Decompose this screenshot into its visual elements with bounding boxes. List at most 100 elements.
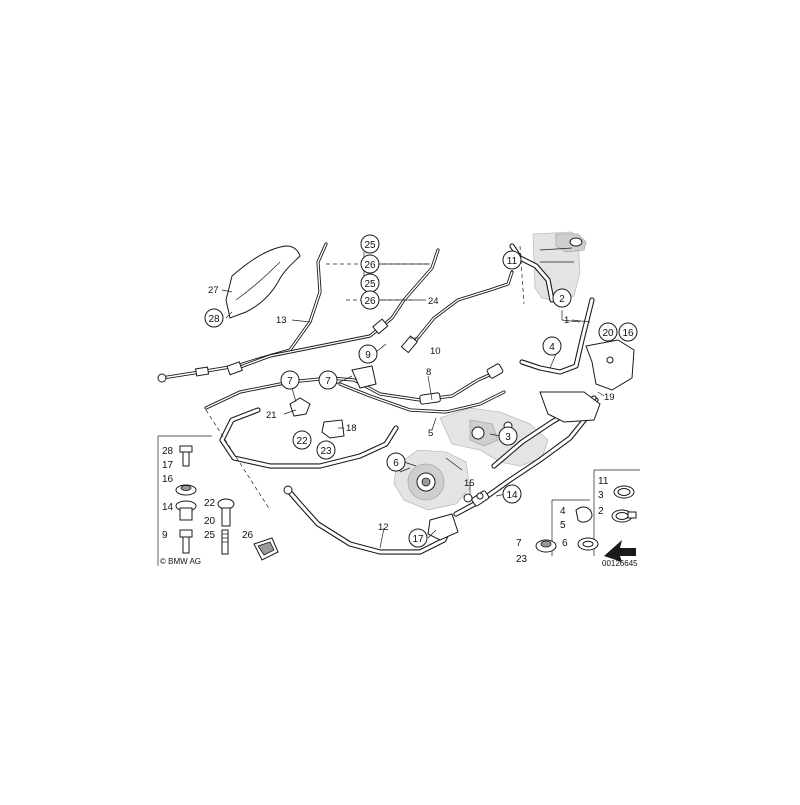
svg-text:17: 17: [412, 534, 424, 545]
callout-12[interactable]: 12: [378, 522, 389, 533]
callout-3[interactable]: 3: [498, 426, 518, 446]
callout-6[interactable]: 6: [386, 452, 406, 472]
bolt-28-icon: [179, 445, 193, 467]
reservoir-bottle: [532, 231, 587, 303]
callout-13[interactable]: 13: [276, 315, 287, 326]
copyright-text: © BMW AG: [160, 557, 201, 566]
svg-text:25: 25: [364, 240, 376, 251]
callout-20[interactable]: 20: [598, 322, 618, 342]
svg-text:22: 22: [296, 436, 308, 447]
svg-text:7: 7: [287, 376, 293, 387]
arrow-direction-icon: [604, 540, 636, 562]
washer-6-icon: [577, 537, 599, 551]
callout-10[interactable]: 10: [430, 346, 441, 357]
power-steering-pump: [393, 449, 471, 511]
steering-gear-housing: [439, 407, 549, 467]
legend-left: 28 17 16 14 22 20 9 25: [157, 435, 279, 566]
bolt-22-icon: [217, 498, 235, 527]
callout-26a[interactable]: 26: [360, 254, 380, 274]
line-5: [338, 382, 506, 414]
svg-text:20: 20: [602, 328, 614, 339]
callout-25a[interactable]: 25: [360, 234, 380, 254]
line-8: [204, 363, 504, 410]
svg-text:26: 26: [364, 260, 376, 271]
legend-label-2: 2: [598, 506, 604, 517]
legend-label-9: 9: [162, 530, 168, 541]
grommet-16-icon: [175, 484, 197, 496]
heat-shield: [225, 245, 301, 319]
callout-2[interactable]: 2: [552, 288, 572, 308]
hose-10: [400, 270, 514, 354]
clamp-2-icon: [611, 509, 637, 523]
svg-text:16: 16: [622, 328, 634, 339]
callout-18[interactable]: 18: [346, 423, 357, 434]
legend-label-22: 22: [204, 498, 216, 509]
legend-label-11: 11: [598, 476, 609, 487]
callout-27[interactable]: 27: [208, 285, 219, 296]
clip-15: [463, 492, 484, 503]
legend-label-20: 20: [204, 516, 216, 527]
callout-19[interactable]: 19: [604, 392, 615, 403]
clip-26-icon: [253, 537, 279, 561]
legend-label-14: 14: [162, 502, 174, 513]
guide-line-4: [519, 245, 525, 305]
callout-25b[interactable]: 25: [360, 273, 380, 293]
callout-9[interactable]: 9: [358, 344, 378, 364]
svg-text:6: 6: [393, 458, 399, 469]
callout-8[interactable]: 8: [426, 367, 431, 378]
guide-line-3: [205, 409, 271, 511]
clamp-4-icon: [575, 506, 593, 523]
legend-label-5: 5: [560, 520, 566, 531]
holder-7: [351, 365, 377, 389]
callout-15[interactable]: 15: [464, 478, 475, 489]
callout-7b[interactable]: 7: [318, 370, 338, 390]
callout-26b[interactable]: 26: [360, 290, 380, 310]
bracket-19: [539, 339, 635, 423]
svg-text:4: 4: [549, 342, 555, 353]
callout-22[interactable]: 22: [292, 430, 312, 450]
svg-text:28: 28: [208, 314, 220, 325]
image-number: 00126645: [602, 559, 638, 568]
hose-4-1: [519, 297, 595, 375]
callout-1[interactable]: 1: [564, 315, 569, 326]
legend-label-6: 6: [562, 538, 568, 549]
legend-label-4: 4: [560, 506, 566, 517]
callout-11[interactable]: 11: [502, 250, 522, 270]
pipe-13: [157, 242, 328, 383]
grommet-14-icon: [175, 500, 197, 521]
svg-text:3: 3: [505, 432, 511, 443]
legend-label-28: 28: [162, 446, 174, 457]
callout-14[interactable]: 14: [502, 484, 522, 504]
pipe-9-8: [226, 248, 440, 376]
callout-16[interactable]: 16: [618, 322, 638, 342]
hose-12: [283, 485, 455, 555]
legend-right: 11 3 4 5 2 7 23 6 00126: [516, 469, 640, 568]
stud-25-icon: [221, 529, 229, 555]
callout-17[interactable]: 17: [408, 528, 428, 548]
legend-label-25: 25: [204, 530, 216, 541]
legend-label-26: 26: [242, 530, 254, 541]
legend-label-17: 17: [162, 460, 174, 471]
grommet-7-icon: [535, 539, 557, 553]
legend-label-16: 16: [162, 474, 174, 485]
svg-text:26: 26: [364, 296, 376, 307]
svg-text:14: 14: [506, 490, 518, 501]
hose-clamp-3-icon: [613, 485, 635, 499]
svg-text:7: 7: [325, 376, 331, 387]
bracket-17: [427, 513, 459, 541]
svg-text:9: 9: [365, 350, 371, 361]
callout-28[interactable]: 28: [204, 308, 224, 328]
clamp-21-22: [289, 397, 345, 439]
hose-left-loop: [219, 407, 399, 469]
callout-23[interactable]: 23: [316, 440, 336, 460]
callout-4[interactable]: 4: [542, 336, 562, 356]
svg-text:2: 2: [559, 294, 565, 305]
callout-5[interactable]: 5: [428, 428, 433, 439]
legend-label-3: 3: [598, 490, 604, 501]
callout-24[interactable]: 24: [428, 296, 439, 307]
callout-21[interactable]: 21: [266, 410, 277, 421]
svg-text:11: 11: [507, 256, 518, 267]
callout-7a[interactable]: 7: [280, 370, 300, 390]
